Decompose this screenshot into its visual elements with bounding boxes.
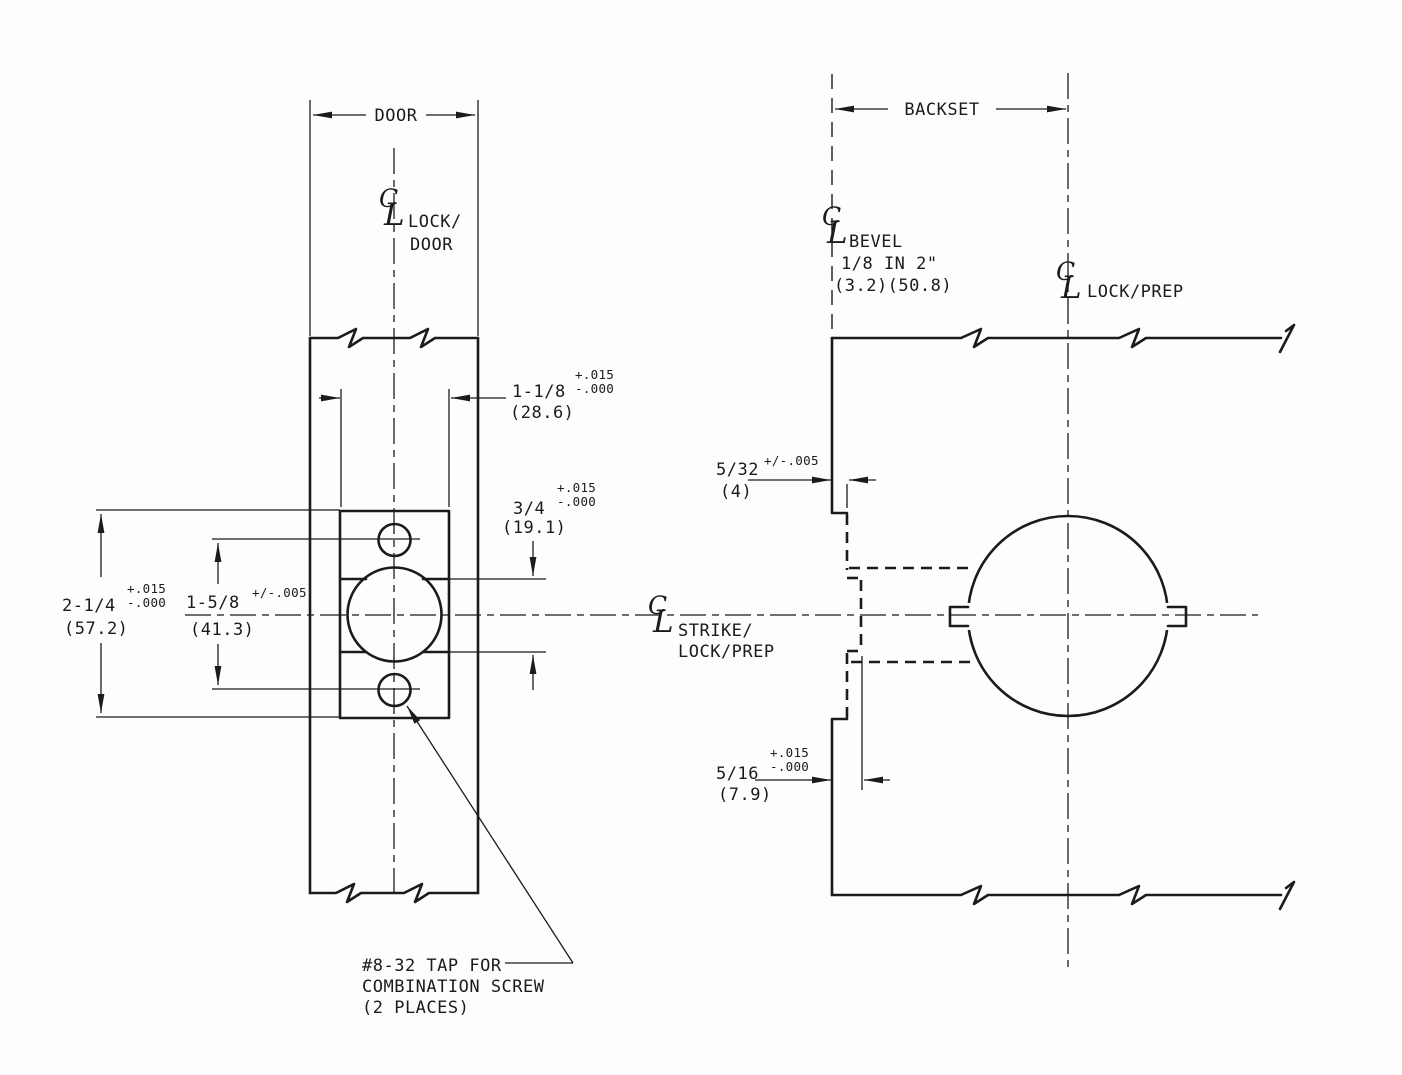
left-view-door-edge: DOOR C L LOCK/ DOOR 1-1/ [62,100,614,1018]
cl-symbol-l: L [383,197,405,233]
dim-value: 5/16 [716,764,759,784]
leader-line [406,705,574,964]
strike-lip-hidden-lines [845,514,975,718]
cl-symbol-c: C [822,202,841,231]
dim-faceplate-height: 2-1/4 +.015 -.000 (57.2) [62,509,340,718]
centerline-symbol-strike: C L [648,591,674,640]
centerline-symbol-bevel: C L [822,202,848,251]
dim-tol-plus: +.015 [557,480,596,495]
lock-prep-label: LOCK/PREP [1087,282,1184,302]
strike-label-line2: LOCK/PREP [678,642,775,662]
dim-metric: (19.1) [502,518,566,538]
dim-metric: (41.3) [190,620,254,640]
backset-dim-text: BACKSET [904,100,979,120]
dim-metric: (28.6) [510,403,574,423]
dim-value: 5/32 [716,460,759,480]
cl-symbol-c: C [379,184,398,213]
bevel-note-line3: (3.2)(50.8) [834,276,952,296]
door-dim-text: DOOR [375,106,418,126]
bottom-edge-end-hook [1278,880,1296,911]
dim-screw-spacing: 1-5/8 +/-.005 (41.3) [186,538,420,690]
dim-door-width: DOOR [309,100,479,336]
cl-symbol-c: C [648,591,667,620]
dim-metric: (7.9) [718,785,772,805]
dim-lip-offset: 5/32 +/-.005 (4) [716,453,876,508]
dim-metric: (4) [720,482,752,502]
dim-tol-minus: -.000 [575,381,614,396]
dim-lip-depth: 5/16 +.015 -.000 (7.9) [716,656,890,805]
centerline-symbol-lock-door: C L [379,184,405,233]
lock-case-lines [339,577,450,654]
door-bottom-edge-with-breaks [308,882,480,904]
dim-tol-plus: +.015 [770,745,809,760]
top-edge-end-hook [1278,323,1296,354]
door-top-edge-with-breaks [308,327,480,349]
dim-tol-minus: -.000 [557,494,596,509]
dim-tol-minus: -.000 [770,759,809,774]
cl-symbol-c: C [1056,257,1075,286]
bevel-note-line2: 1/8 IN 2" [841,254,938,274]
dim-tol-minus: -.000 [127,595,166,610]
notch-left [948,605,970,628]
strike-label-line1: STRIKE/ [678,621,753,641]
dim-value: 1-5/8 [186,593,240,613]
lock-hole [346,566,443,663]
tap-note-line3: (2 PLACES) [362,998,469,1018]
door-face-left-edge-upper [830,336,849,515]
cl-label-lock: LOCK/ [408,212,462,232]
cl-symbol-l: L [652,604,674,640]
dim-value: 2-1/4 [62,596,116,616]
screw-hole-top [377,522,412,558]
dim-case-height: 3/4 +.015 -.000 (19.1) [450,480,596,690]
screw-hole-bottom [377,672,412,708]
tap-note-line2: COMBINATION SCREW [362,977,545,997]
dim-value: 3/4 [513,499,545,519]
dim-tol-plus: +.015 [127,581,166,596]
centerline-symbol-lock-prep: C L [1056,257,1082,306]
bevel-note-line1: BEVEL [849,232,903,252]
door-face-left-edge-lower [830,717,849,897]
dim-tol: +/-.005 [764,453,819,468]
tap-note-line1: #8-32 TAP FOR [362,956,502,976]
right-view-lock-prep: BACKSET C L BEVEL 1/8 IN 2" (3.2)(50.8) … [648,73,1296,967]
dim-backset: BACKSET [835,100,1066,120]
cl-label-door: DOOR [410,235,453,255]
cl-symbol-l: L [1060,270,1082,306]
dim-metric: (57.2) [64,619,128,639]
cl-symbol-l: L [826,215,848,251]
face-bottom-edge-with-breaks [830,884,1283,906]
notch-right [1166,605,1188,628]
dim-faceplate-width: 1-1/8 +.015 -.000 (28.6) [319,367,614,507]
dim-tol-plus: +.015 [575,367,614,382]
dim-tol: +/-.005 [252,585,307,600]
tap-note: #8-32 TAP FOR COMBINATION SCREW (2 PLACE… [362,705,574,1018]
face-top-edge-with-breaks [830,327,1283,349]
dim-value: 1-1/8 [512,382,566,402]
